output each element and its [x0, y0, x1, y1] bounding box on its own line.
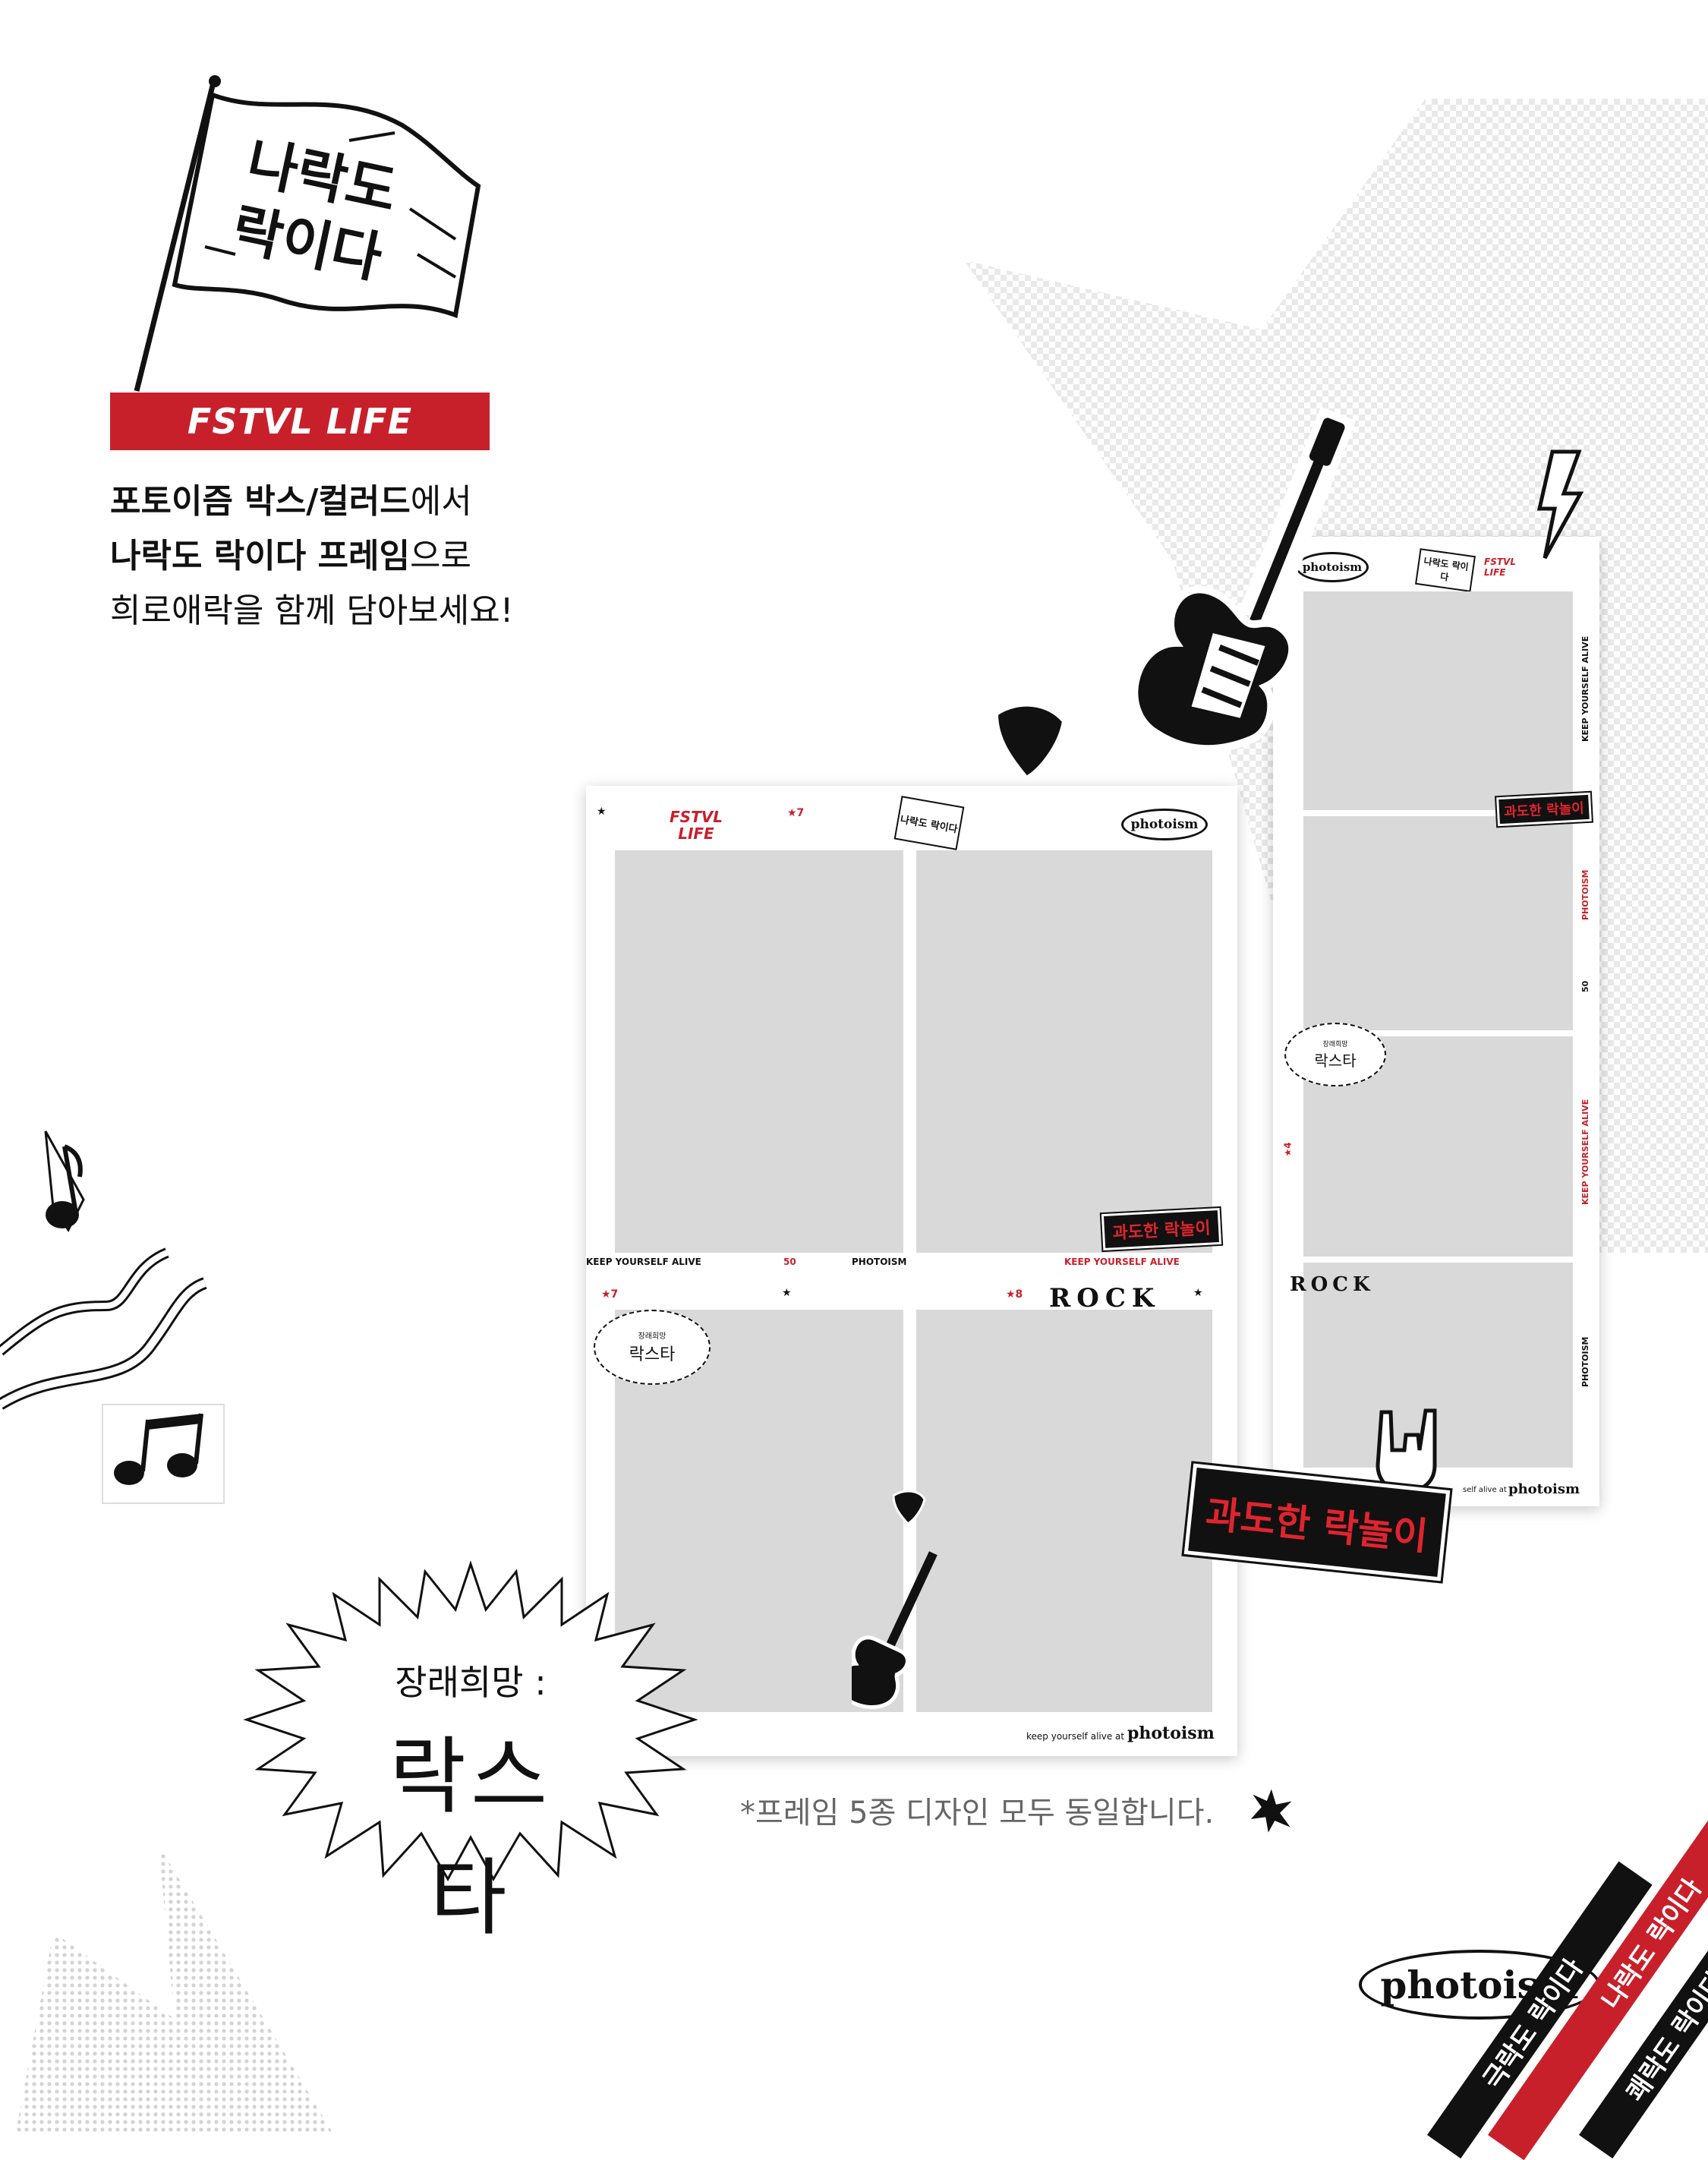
frame-photo-slot-br	[916, 1310, 1212, 1712]
frame-brand-pill: photoism	[1121, 809, 1208, 840]
spiky-speech-bubble	[243, 1560, 698, 1882]
music-notes-left-illustration	[0, 1130, 225, 1504]
strip-flag-text: 나락도 락이다	[1423, 556, 1470, 583]
frame-flag-sticker: 나락도 락이다	[893, 796, 965, 850]
strip-side-photoism: PHOTOISM	[1580, 869, 1590, 920]
frame-star-tl: ★	[597, 806, 607, 818]
frame-pick-icon	[892, 1490, 926, 1525]
big-bubble-line1: 장래희망 :	[395, 1662, 547, 1703]
big-tag-text: 과도한 락놀이	[1203, 1491, 1430, 1559]
fstvl-life-text: FSTVL LIFE	[187, 401, 413, 442]
frame-footer-small: keep yourself alive at	[1026, 1731, 1125, 1742]
intro-text: 포토이즘 박스/컬러드에서 나락도 락이다 프레임으로 희로애락을 함께 담아보…	[110, 475, 641, 639]
divider-right: KEEP YOURSELF ALIVE	[1064, 1257, 1180, 1267]
dotted-star-texture	[15, 1845, 334, 2135]
big-bubble-line2: 락스타	[389, 1728, 553, 1947]
intro-line1-bold: 포토이즘 박스/컬러드	[110, 482, 411, 521]
strip-bubble: 장래희망 락스타	[1284, 1023, 1386, 1086]
strip-photo-slot-1	[1303, 591, 1573, 810]
frame-rock-text: ROCK	[1049, 1283, 1161, 1313]
divider-left: KEEP YOURSELF ALIVE	[586, 1257, 701, 1267]
flag-illustration: 나락도 락이다	[134, 75, 481, 392]
frame-bubble: 장래희망 락스타	[594, 1310, 711, 1385]
divider-mid: 50	[783, 1257, 796, 1267]
guitar-pick-icon	[993, 702, 1067, 781]
frame-star-num-br: ★8	[1006, 1288, 1023, 1301]
strip-star-4: ★4	[1282, 1142, 1294, 1157]
strip-footer-brand: photoism	[1508, 1481, 1580, 1497]
strip-side-50: 50	[1580, 980, 1590, 992]
strip-footer-small: self alive at	[1463, 1486, 1507, 1494]
strip-photo-slot-2	[1303, 816, 1573, 1030]
strip-brand-pill-text: photoism	[1302, 560, 1363, 574]
frame-photo-slot-tl	[615, 850, 903, 1253]
lightning-icon	[1536, 449, 1584, 560]
frame-small-guitar-icon	[852, 1551, 938, 1709]
frame-star-br: ★	[1193, 1287, 1203, 1299]
single-note-icon	[44, 1130, 85, 1232]
intro-line2-rest: 으로	[409, 537, 471, 575]
electric-guitar-sticker	[1131, 406, 1357, 753]
frame-footer-brand: photoism	[1127, 1723, 1215, 1743]
star-burst-icon	[1245, 1784, 1298, 1837]
intro-line2-bold: 나락도 락이다 프레임	[110, 537, 410, 575]
strip-side-top: KEEP YOURSELF ALIVE	[1580, 635, 1590, 742]
design-note: *프레임 5종 디자인 모두 동일합니다.	[740, 1796, 1215, 1830]
strip-photo-slot-4	[1303, 1263, 1573, 1468]
frame-tag-sticker: 과도한 락놀이	[1099, 1206, 1224, 1253]
fstvl-life-label: FSTVL LIFE	[110, 393, 490, 450]
strip-side-alive: KEEP YOURSELF ALIVE	[1580, 1099, 1590, 1205]
strip-side-photoism-bottom: PHOTOISM	[1580, 1336, 1590, 1387]
rock-hand-icon	[1376, 1408, 1437, 1494]
frame-star-bm: ★	[782, 1287, 792, 1299]
frame-photo-slot-tr	[916, 850, 1212, 1253]
frame-star-num-top: ★7	[787, 807, 805, 819]
strip-rock-text: ROCK	[1290, 1273, 1375, 1296]
strip-tag-sticker: 과도한 락놀이	[1495, 790, 1593, 828]
frame-star-num-bl: ★7	[601, 1288, 619, 1301]
intro-line1-rest: 에서	[410, 482, 472, 521]
intro-line3: 희로애락을 함께 담아보세요!	[110, 591, 514, 630]
divider-brand: PHOTOISM	[852, 1257, 907, 1267]
double-note-icon	[102, 1404, 225, 1504]
strip-flag-sticker: 나락도 락이다	[1415, 548, 1476, 592]
